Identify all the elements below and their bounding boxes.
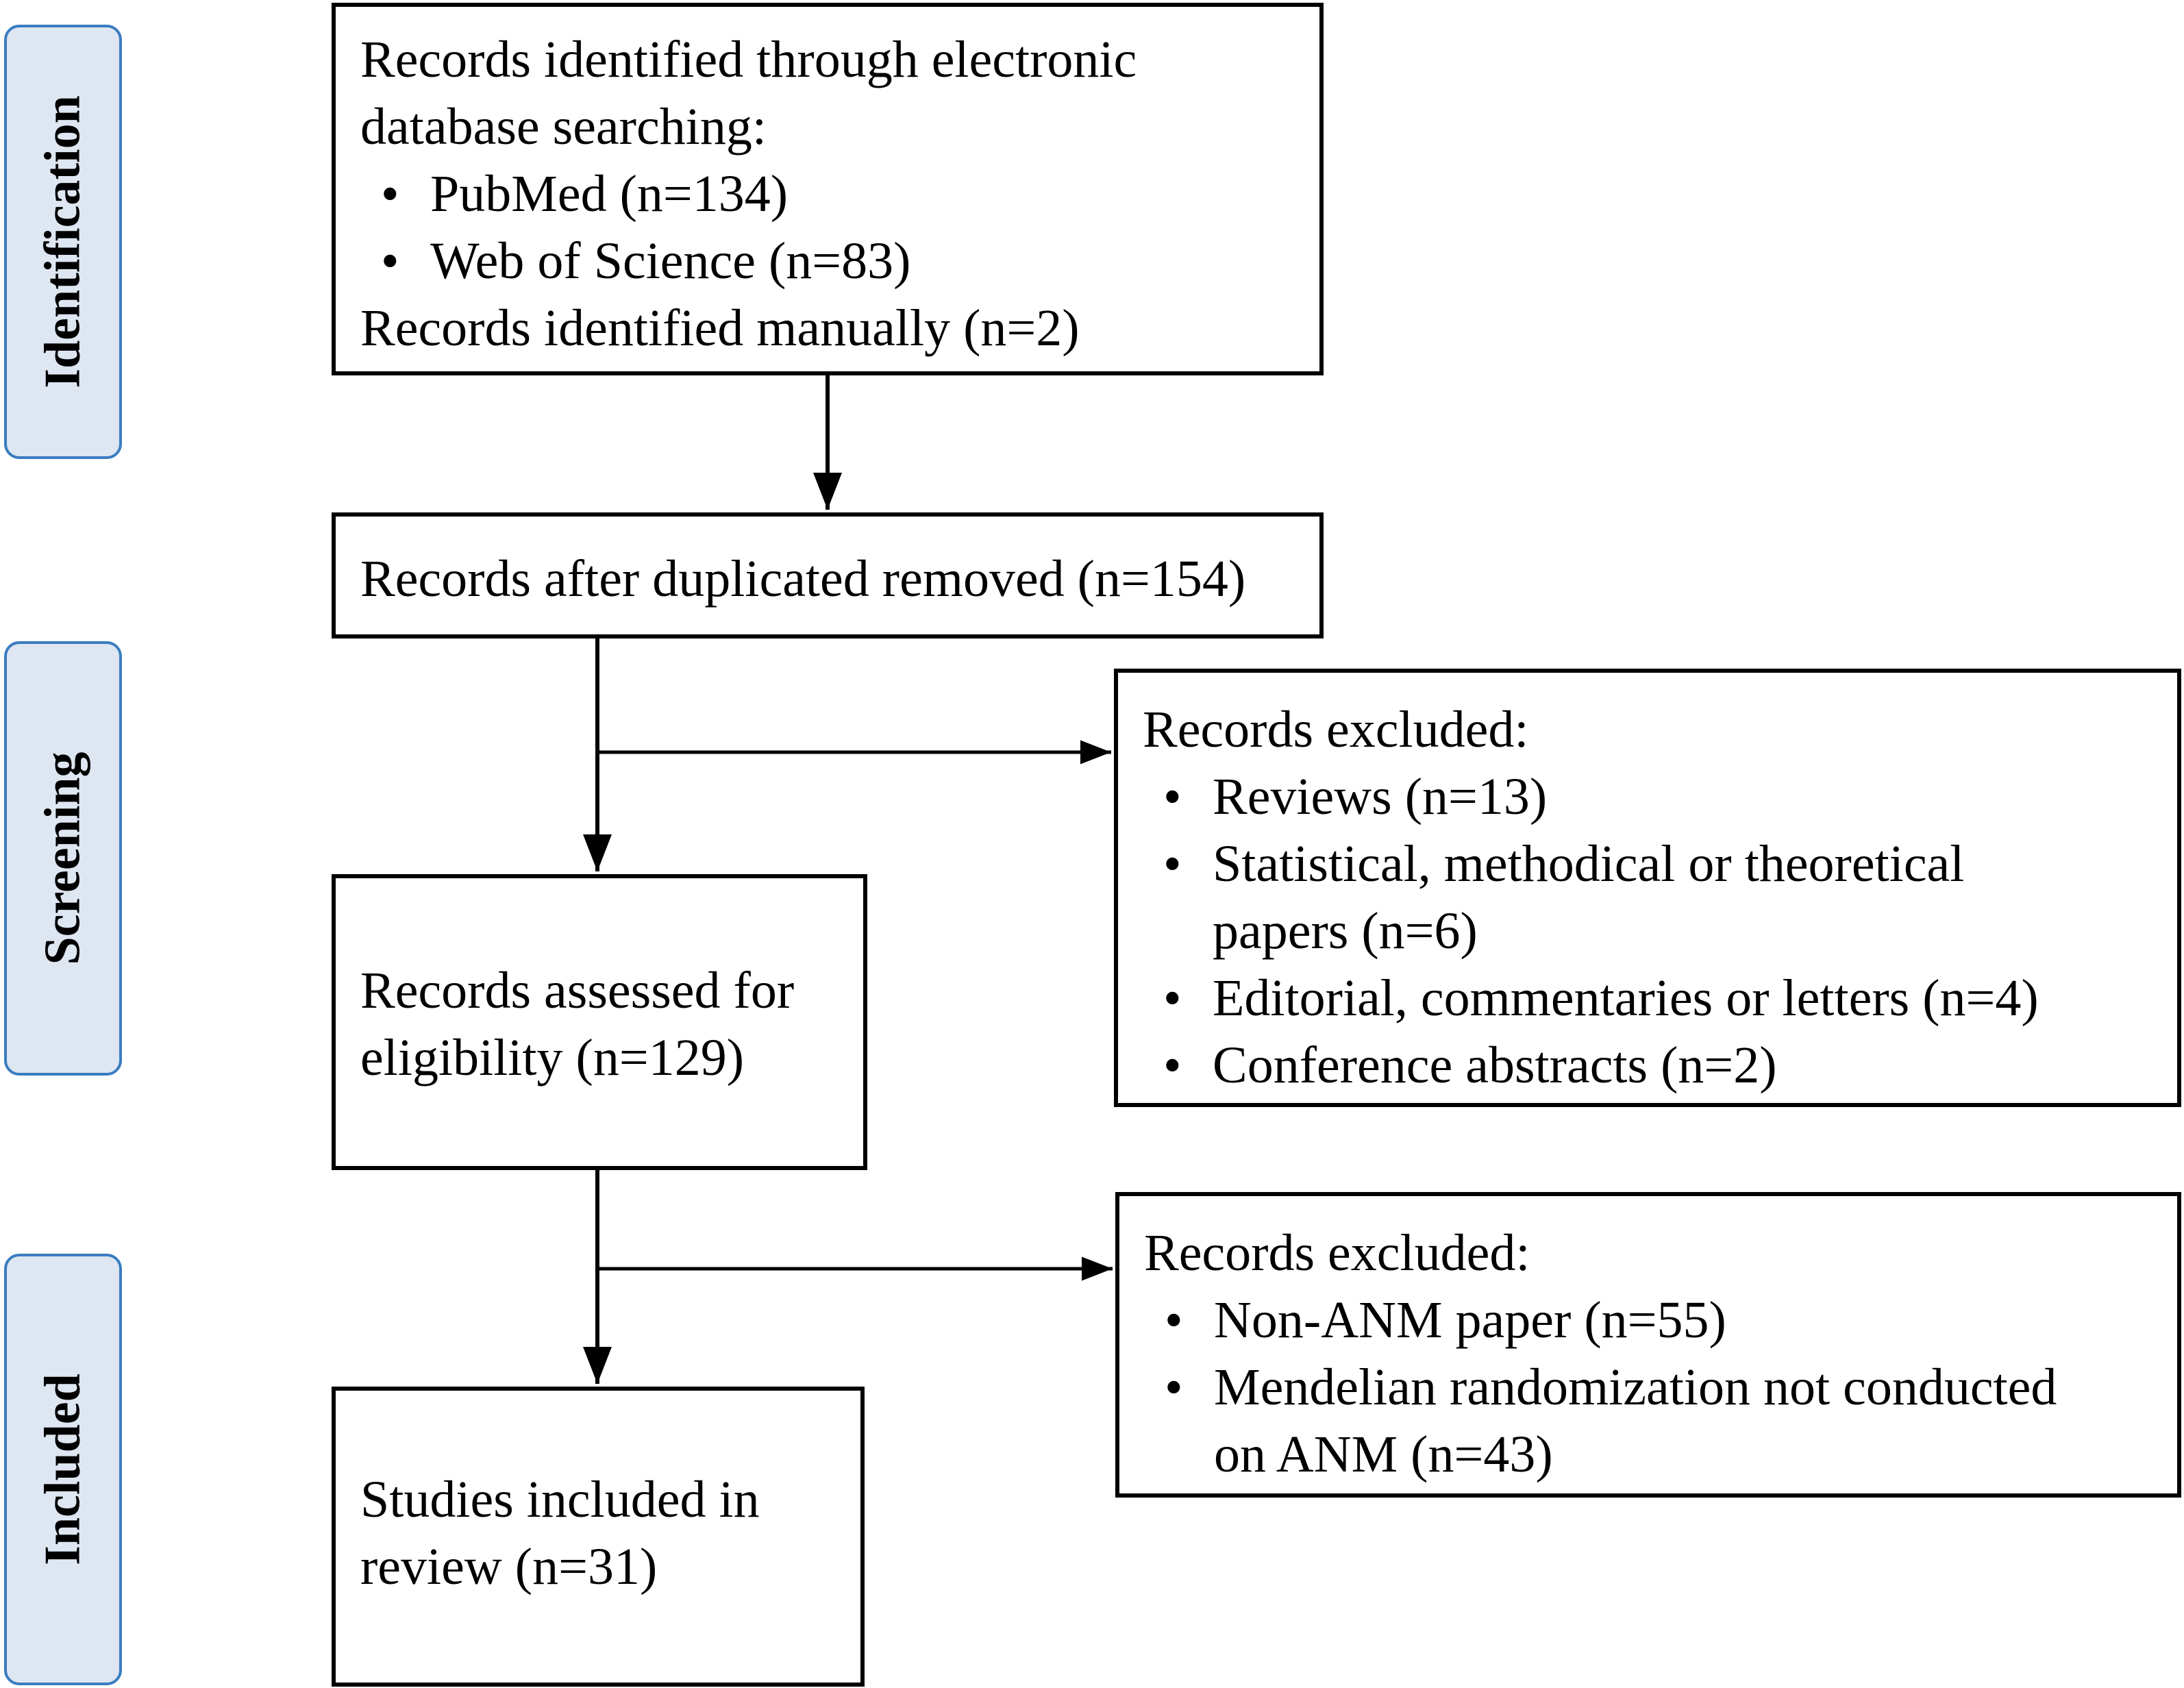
- excluded-conference-abstracts: Conference abstracts (n=2): [1143, 1032, 2177, 1099]
- included-line-2: review (n=31): [360, 1538, 658, 1596]
- dedup-text: Records after duplicated removed (n=154): [360, 550, 1246, 608]
- excluded-screening-list: Reviews (n=13) Statistical, methodical o…: [1143, 763, 2177, 1099]
- identified-line-2: database searching:: [360, 98, 767, 156]
- identified-line-1: Records identified through electronic: [360, 31, 1137, 88]
- records-excluded-eligibility-box: Records excluded: Non-ANM paper (n=55) M…: [1115, 1192, 2181, 1498]
- records-assessed-box: Records assessed for eligibility (n=129): [332, 874, 867, 1170]
- assessed-line-2: eligibility (n=129): [360, 1029, 745, 1087]
- excluded-eligibility-title: Records excluded:: [1144, 1224, 1530, 1282]
- excluded-mr-line-1: Mendelian randomization not conducted: [1214, 1358, 2057, 1416]
- excluded-reviews: Reviews (n=13): [1143, 763, 2177, 830]
- included-line-1: Studies included in: [360, 1471, 760, 1528]
- excluded-editorials: Editorial, commentaries or letters (n=4): [1143, 965, 2177, 1032]
- identified-source-list: PubMed (n=134) Web of Science (n=83): [360, 160, 1319, 295]
- excluded-eligibility-list: Non-ANM paper (n=55) Mendelian randomiza…: [1144, 1287, 2177, 1488]
- excluded-mr-line-2: on ANM (n=43): [1214, 1426, 1553, 1483]
- stage-included-label: Included: [34, 1374, 91, 1565]
- studies-included-box: Studies included in review (n=31): [332, 1387, 865, 1687]
- stage-identification: Identification: [4, 25, 122, 459]
- excluded-mr-not-on-anm: Mendelian randomization not conducted on…: [1144, 1354, 2177, 1488]
- stage-identification-label: Identification: [34, 95, 91, 388]
- records-identified-box: Records identified through electronic da…: [332, 3, 1324, 375]
- excluded-screening-title: Records excluded:: [1143, 701, 1529, 758]
- assessed-line-1: Records assessed for: [360, 962, 795, 1019]
- identified-manual: Records identified manually (n=2): [360, 299, 1080, 357]
- excluded-statistical-line-1: Statistical, methodical or theoretical: [1213, 835, 1965, 893]
- stage-included: Included: [4, 1254, 122, 1685]
- excluded-non-anm: Non-ANM paper (n=55): [1144, 1287, 2177, 1354]
- source-web-of-science: Web of Science (n=83): [360, 227, 1319, 295]
- records-excluded-screening-box: Records excluded: Reviews (n=13) Statist…: [1114, 669, 2181, 1107]
- excluded-statistical-papers: Statistical, methodical or theoretical p…: [1143, 830, 2177, 965]
- stage-screening-label: Screening: [34, 752, 91, 965]
- stage-screening: Screening: [4, 641, 122, 1076]
- source-pubmed: PubMed (n=134): [360, 160, 1319, 227]
- records-dedup-box: Records after duplicated removed (n=154): [332, 512, 1324, 638]
- excluded-statistical-line-2: papers (n=6): [1213, 902, 1478, 960]
